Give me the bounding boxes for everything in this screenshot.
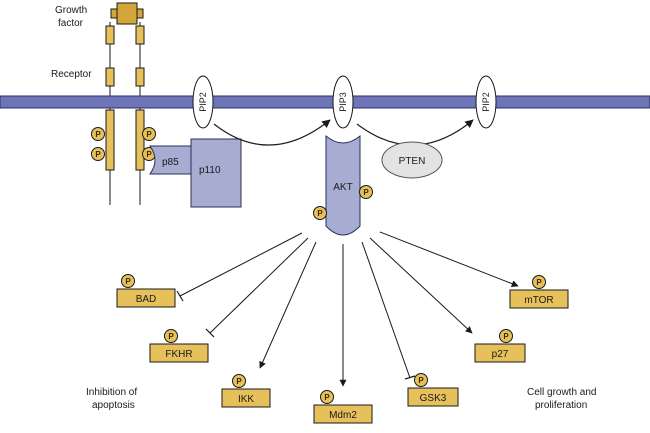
svg-text:P: P: [236, 377, 242, 386]
pip3-to-pip2-arrow: [356, 119, 474, 146]
pip2-to-pip3-arrow: [213, 119, 331, 146]
p110-label: p110: [199, 165, 221, 176]
akt: [325, 134, 361, 236]
target-p27: P p27: [474, 329, 526, 363]
svg-text:P: P: [146, 150, 152, 159]
pten-label: PTEN: [399, 156, 426, 167]
target-ikk-label: IKK: [238, 394, 254, 405]
target-mtor-label: mTOR: [524, 295, 553, 306]
receptor-label: Receptor: [51, 69, 92, 80]
svg-text:PIP2: PIP2: [198, 92, 208, 112]
target-mtor: P mTOR: [509, 275, 569, 309]
svg-text:P: P: [146, 130, 152, 139]
pip2-left: PIP2: [192, 75, 214, 129]
receptor-phospho-sites: P P P P: [91, 127, 156, 161]
svg-text:P: P: [363, 188, 369, 197]
svg-text:P: P: [536, 278, 542, 287]
pip2-right: PIP2: [475, 75, 497, 129]
akt-label: AKT: [333, 182, 352, 193]
growth-factor-label-line2: factor: [58, 18, 84, 29]
effector-lines: [176, 231, 519, 387]
target-gsk3-label: GSK3: [420, 393, 447, 404]
svg-text:P: P: [503, 332, 509, 341]
target-ikk: P IKK: [221, 374, 271, 408]
pip3: PIP3: [332, 75, 354, 129]
growth-caption-line2: proliferation: [535, 400, 587, 411]
svg-text:P: P: [324, 393, 330, 402]
target-fkhr-label: FKHR: [165, 349, 192, 360]
svg-text:P: P: [125, 277, 131, 286]
p85-label: p85: [162, 157, 179, 168]
inhibition-caption-line1: Inhibition of: [86, 387, 137, 398]
receptor: [105, 22, 145, 205]
svg-text:P: P: [168, 332, 174, 341]
target-p27-label: p27: [492, 349, 509, 360]
svg-text:P: P: [95, 130, 101, 139]
svg-text:P: P: [317, 209, 323, 218]
svg-text:P: P: [95, 150, 101, 159]
target-gsk3: P GSK3: [407, 373, 459, 407]
growth-factor-label-line1: Growth: [55, 5, 87, 16]
svg-text:PIP3: PIP3: [338, 92, 348, 112]
target-fkhr: P FKHR: [149, 329, 209, 363]
svg-text:PIP2: PIP2: [481, 92, 491, 112]
inhibition-caption-line2: apoptosis: [92, 400, 135, 411]
growth-factor: [110, 2, 144, 25]
target-mdm2-label: Mdm2: [329, 410, 357, 421]
growth-caption-line1: Cell growth and: [527, 387, 596, 398]
akt-phospho-site: [359, 185, 373, 199]
cell-membrane: [0, 95, 650, 109]
akt-phospho-site: [313, 206, 327, 220]
pten: [381, 141, 443, 179]
target-bad-label: BAD: [136, 294, 157, 305]
target-bad: P BAD: [116, 274, 176, 308]
pi3k-complex: [149, 138, 242, 208]
target-mdm2: P Mdm2: [313, 390, 373, 424]
svg-text:P: P: [418, 376, 424, 385]
